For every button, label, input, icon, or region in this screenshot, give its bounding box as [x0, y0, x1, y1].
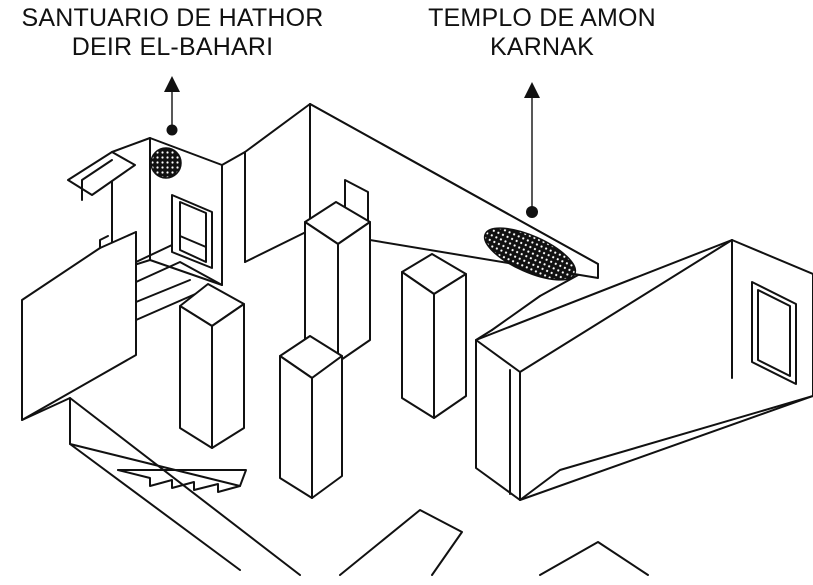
label-amon-temple: TEMPLO DE AMON KARNAK [392, 4, 692, 62]
label-hathor-line1: SANTUARIO DE HATHOR [21, 4, 324, 32]
pillar-left [179, 283, 245, 449]
label-hathor-sanctuary: SANTUARIO DE HATHOR DEIR EL-BAHARI [0, 4, 345, 62]
right-wall [475, 239, 813, 501]
arrow-up-icon [524, 82, 540, 98]
label-hathor-line2: DEIR EL-BAHARI [71, 33, 274, 61]
pillar-center-front [279, 335, 343, 499]
stairs [69, 443, 247, 493]
left-outer-wall [21, 231, 137, 421]
pillar-center-back [304, 201, 371, 363]
arrow-up-icon [164, 76, 180, 92]
pillar-right [401, 253, 467, 419]
hathor-sanctuary-marker [150, 76, 182, 179]
label-amon-line2: KARNAK [489, 33, 594, 61]
amon-temple-marker [483, 82, 577, 281]
label-amon-line1: TEMPLO DE AMON [428, 4, 656, 32]
right-window [751, 281, 797, 385]
